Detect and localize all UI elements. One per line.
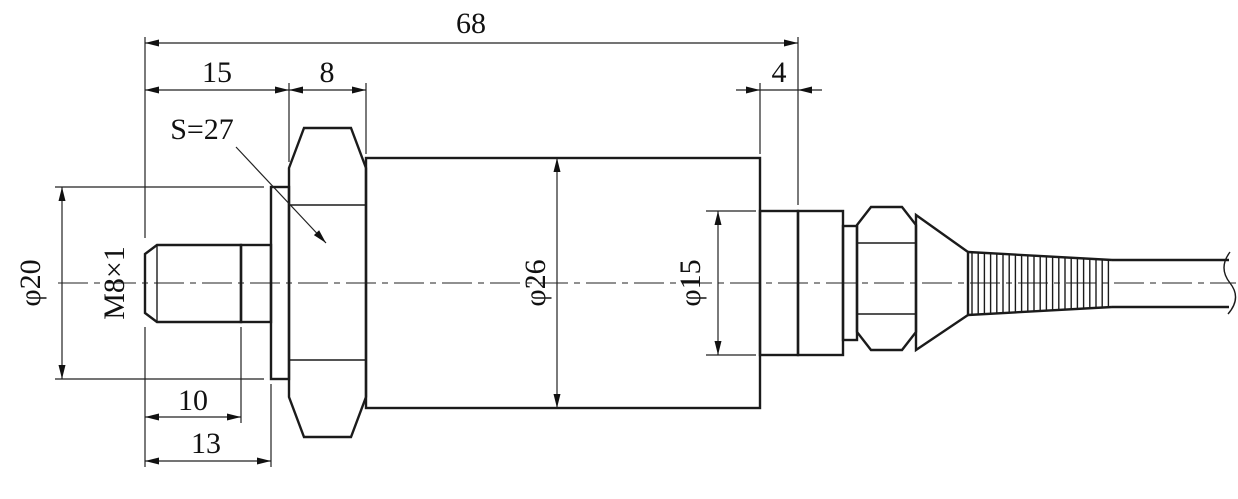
arrowhead [313,230,326,243]
arrowhead [145,413,159,421]
dim-thread-length-label: 10 [178,384,208,417]
cable-break-curve [1223,251,1237,315]
arrowhead [746,86,760,94]
dim-hex-width-label: 8 [320,56,335,89]
dim-step-length: 4 [736,56,822,154]
arrowhead [227,413,241,421]
arrowhead [289,86,303,94]
leader-line [235,146,327,244]
arrowhead [798,86,812,94]
wrench-flats-label: S=27 [170,113,234,146]
arrowhead [257,457,271,465]
dim-overall-length: 68 [144,7,799,238]
dim-flange-diameter-label: φ20 [14,259,47,306]
arrowhead [553,394,561,408]
arrowhead [784,39,798,47]
dim-step-diameter: φ15 [674,210,756,356]
arrowhead [145,86,159,94]
gland-hex-outline [855,205,918,352]
sensor-outline-group [143,126,1237,439]
arrowhead [553,158,561,172]
dim-shoulder-length: 13 [144,384,272,467]
dim-shoulder-length-label: 13 [191,427,221,460]
thread-spec-label: M8×1 [98,246,131,320]
dim-wrench-flats: S=27 [170,113,327,244]
dim-overall-length-label: 68 [456,7,486,40]
arrowhead [714,341,722,355]
arrowhead [275,86,289,94]
arrowhead [145,457,159,465]
dim-front-length-label: 15 [202,56,232,89]
dim-flange-diameter: φ20 [14,186,264,380]
dim-body-diameter-label: φ26 [519,259,552,306]
dim-front-length: 15 [145,56,290,162]
arrowhead [352,86,366,94]
dim-thread-length: 10 [144,327,242,423]
arrowhead [714,211,722,225]
dim-body-diameter: φ26 [519,158,561,408]
dim-step-length-label: 4 [772,56,787,89]
arrowhead [58,187,66,201]
arrowhead [145,39,159,47]
dim-hex-width: 8 [289,56,367,154]
dim-step-diameter-label: φ15 [674,259,707,306]
arrowhead [58,365,66,379]
strain-relief-ribs [971,252,1110,315]
